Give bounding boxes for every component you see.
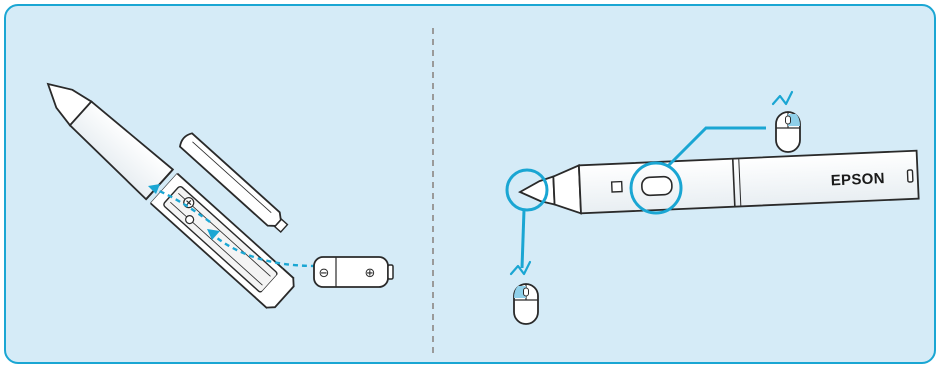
battery-cover (179, 132, 289, 234)
tip-callout-line (520, 209, 526, 269)
insert-arrow-upper-head (148, 184, 160, 194)
pen-body-closed: EPSON (517, 149, 920, 215)
pen-body-open (46, 82, 295, 309)
battery-negative-symbol: ⊖ (319, 266, 330, 281)
pen-brand-label: EPSON (830, 170, 885, 189)
mouse-left-click-icon (509, 260, 539, 325)
mouse-right-click-icon (771, 90, 801, 153)
side-button-highlight-circle (629, 161, 683, 215)
side-button-callout-line (666, 126, 766, 168)
pen-buttons-diagram: EPSON (505, 90, 920, 325)
aa-battery: ⊖ ⊕ (313, 256, 394, 288)
tip-highlight-circle (505, 168, 549, 212)
insert-arrow-lower-head (207, 229, 220, 240)
insert-arrow-lower (211, 233, 317, 268)
battery-positive-symbol: ⊕ (365, 266, 376, 281)
pen-battery-installation: ⊖ ⊕ (46, 82, 394, 309)
insert-arrow-upper (151, 186, 211, 223)
